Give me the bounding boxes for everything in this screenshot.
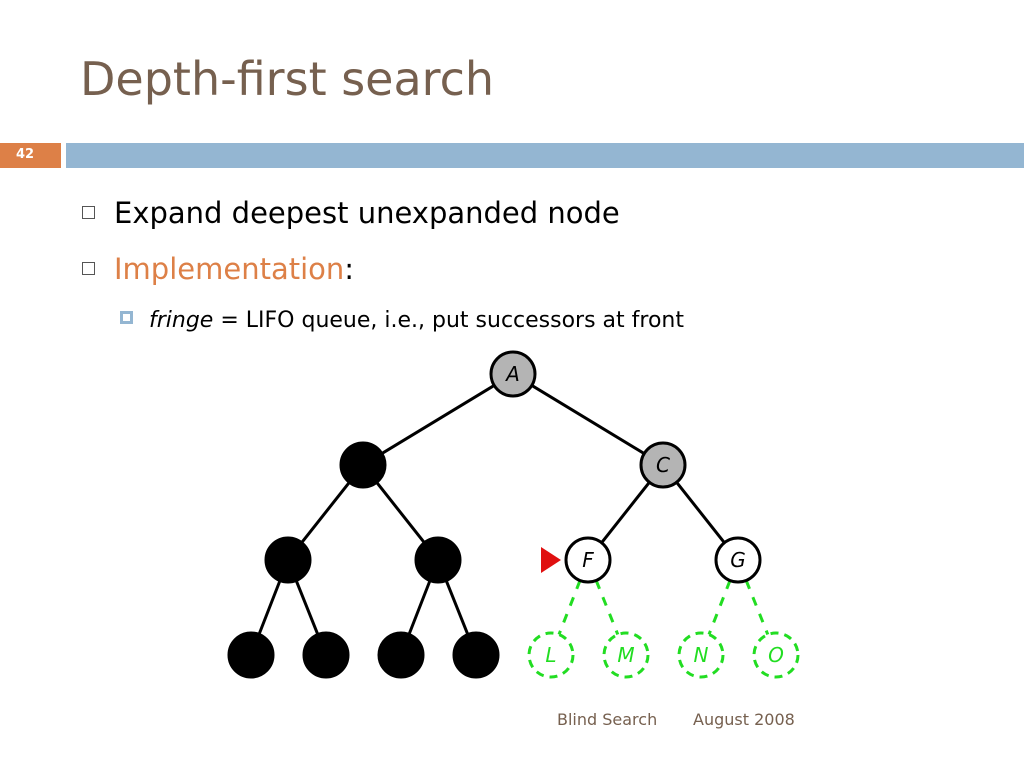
tree-node-g xyxy=(714,536,762,584)
sub-bullet-square-icon xyxy=(120,311,133,324)
footer-date: August 2008 xyxy=(693,710,795,729)
tree-edge-f-l xyxy=(557,579,582,636)
tree-node-m xyxy=(602,631,650,679)
tree-edges xyxy=(257,384,770,636)
tree-edge-d-i xyxy=(294,579,320,636)
tree-edge-a-c xyxy=(531,384,645,455)
tree-node-d xyxy=(264,536,312,584)
fringe-definition: = LIFO queue, i.e., put successors at fr… xyxy=(213,308,684,333)
bullet-expand: Expand deepest unexpanded node xyxy=(82,196,620,230)
tree-edge-a-b xyxy=(381,384,495,455)
header-band xyxy=(66,143,1024,168)
tree-node-h xyxy=(227,631,275,679)
slide-title: Depth-first search xyxy=(80,52,495,106)
tree-node-label-o: O xyxy=(768,643,784,667)
fringe-term: fringe xyxy=(149,308,214,333)
tree-edge-b-e xyxy=(375,481,426,544)
tree-node-label-f: F xyxy=(582,548,594,572)
bullet-square-icon xyxy=(82,206,95,219)
tree-node-l xyxy=(527,631,575,679)
implementation-label: Implementation xyxy=(114,252,345,286)
tree-nodes: A C F G L M N O xyxy=(227,350,800,679)
bullet-square-icon xyxy=(82,262,95,275)
tree-node-label-l: L xyxy=(545,643,556,667)
tree-node-b xyxy=(339,441,387,489)
slide-number-box xyxy=(0,143,61,168)
tree-node-a xyxy=(489,350,537,398)
bullet-expand-text: Expand deepest unexpanded node xyxy=(114,196,620,230)
tree-node-j xyxy=(377,631,425,679)
tree-edge-e-j xyxy=(407,579,432,636)
tree-node-label-g: G xyxy=(730,548,746,572)
tree-node-i xyxy=(302,631,350,679)
tree-node-label-n: N xyxy=(694,643,709,667)
tree-edge-c-f xyxy=(600,481,651,544)
tree-edge-d-h xyxy=(257,579,282,636)
implementation-colon: : xyxy=(344,252,355,286)
tree-node-label-m: M xyxy=(617,643,634,667)
bullet-fringe: fringe = LIFO queue, i.e., put successor… xyxy=(120,308,684,333)
tree-node-n xyxy=(677,631,725,679)
bullet-implementation: Implementation: xyxy=(82,252,354,286)
tree-node-k xyxy=(452,631,500,679)
fringe-pointer-icon xyxy=(541,547,561,573)
tree-edge-g-o xyxy=(744,579,770,636)
tree-node-f xyxy=(564,536,612,584)
tree-node-e xyxy=(414,536,462,584)
tree-edge-b-d xyxy=(300,481,351,544)
tree-edge-c-g xyxy=(675,481,726,544)
tree-node-label-a: A xyxy=(504,362,520,386)
tree-edge-g-n xyxy=(707,579,732,636)
tree-node-c xyxy=(639,441,687,489)
footer-topic: Blind Search xyxy=(557,710,658,729)
slide-number: 42 xyxy=(16,147,35,162)
tree-edge-f-m xyxy=(594,579,620,636)
tree-node-label-c: C xyxy=(656,453,670,477)
tree-edge-e-k xyxy=(444,579,470,636)
tree-node-o xyxy=(752,631,800,679)
